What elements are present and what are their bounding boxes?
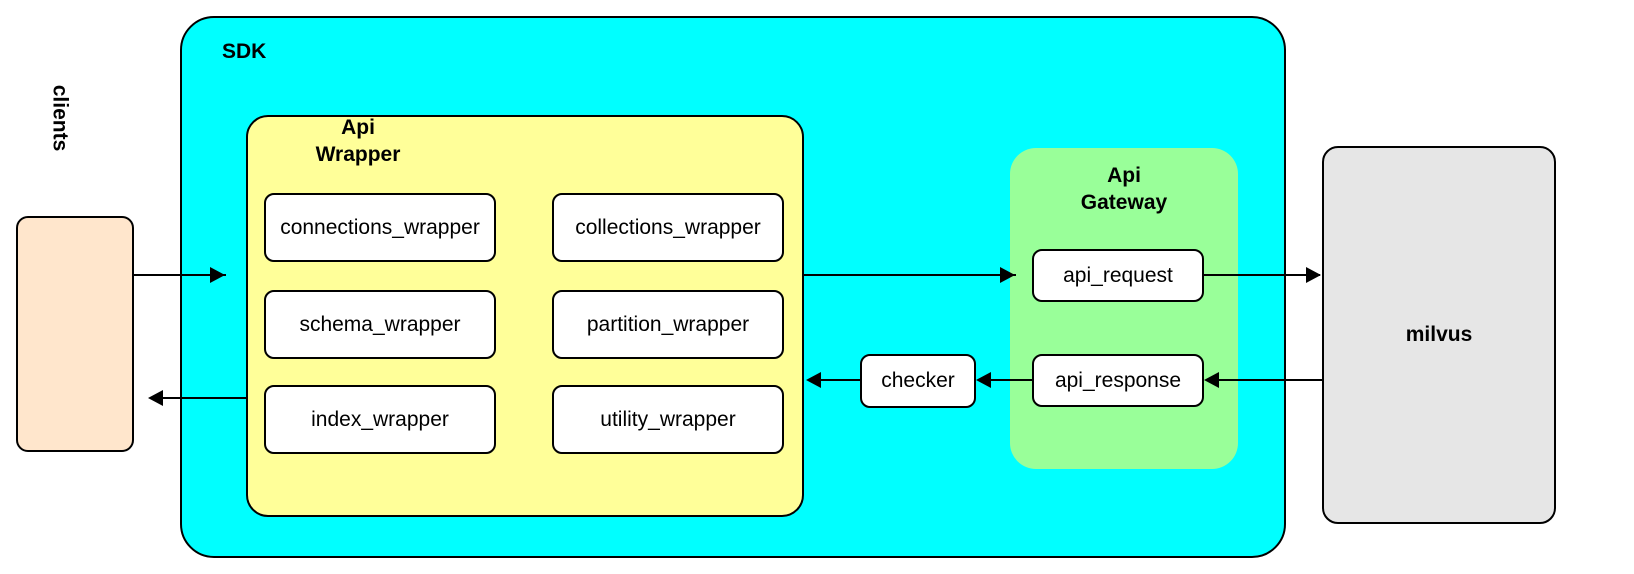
- api-wrapper-label-line2: Wrapper: [315, 143, 401, 166]
- milvus-box[interactable]: [1322, 146, 1556, 524]
- wrapper-utility[interactable]: utility_wrapper: [552, 385, 784, 454]
- milvus-label: milvus: [1405, 323, 1473, 346]
- clients-label-text: clients: [48, 84, 71, 152]
- api-gateway-label-line2: Gateway: [1080, 191, 1168, 214]
- wrapper-partition[interactable]: partition_wrapper: [552, 290, 784, 359]
- wrapper-index[interactable]: index_wrapper: [264, 385, 496, 454]
- api-wrapper-label: Api Wrapper: [258, 114, 458, 168]
- clients-label: clients: [0, 0, 118, 236]
- sdk-label: SDK: [222, 40, 267, 63]
- wrapper-connections[interactable]: connections_wrapper: [264, 193, 496, 262]
- api-gateway-container[interactable]: [1010, 148, 1238, 469]
- clients-box[interactable]: [16, 216, 134, 452]
- wrapper-schema[interactable]: schema_wrapper: [264, 290, 496, 359]
- checker-box[interactable]: checker: [860, 354, 976, 408]
- api-response-box[interactable]: api_response: [1032, 354, 1204, 407]
- api-request-box[interactable]: api_request: [1032, 249, 1204, 302]
- wrapper-collections[interactable]: collections_wrapper: [552, 193, 784, 262]
- api-gateway-label: Api Gateway: [1011, 162, 1237, 216]
- api-gateway-label-line1: Api: [1107, 164, 1141, 187]
- api-wrapper-label-line1: Api: [341, 116, 375, 139]
